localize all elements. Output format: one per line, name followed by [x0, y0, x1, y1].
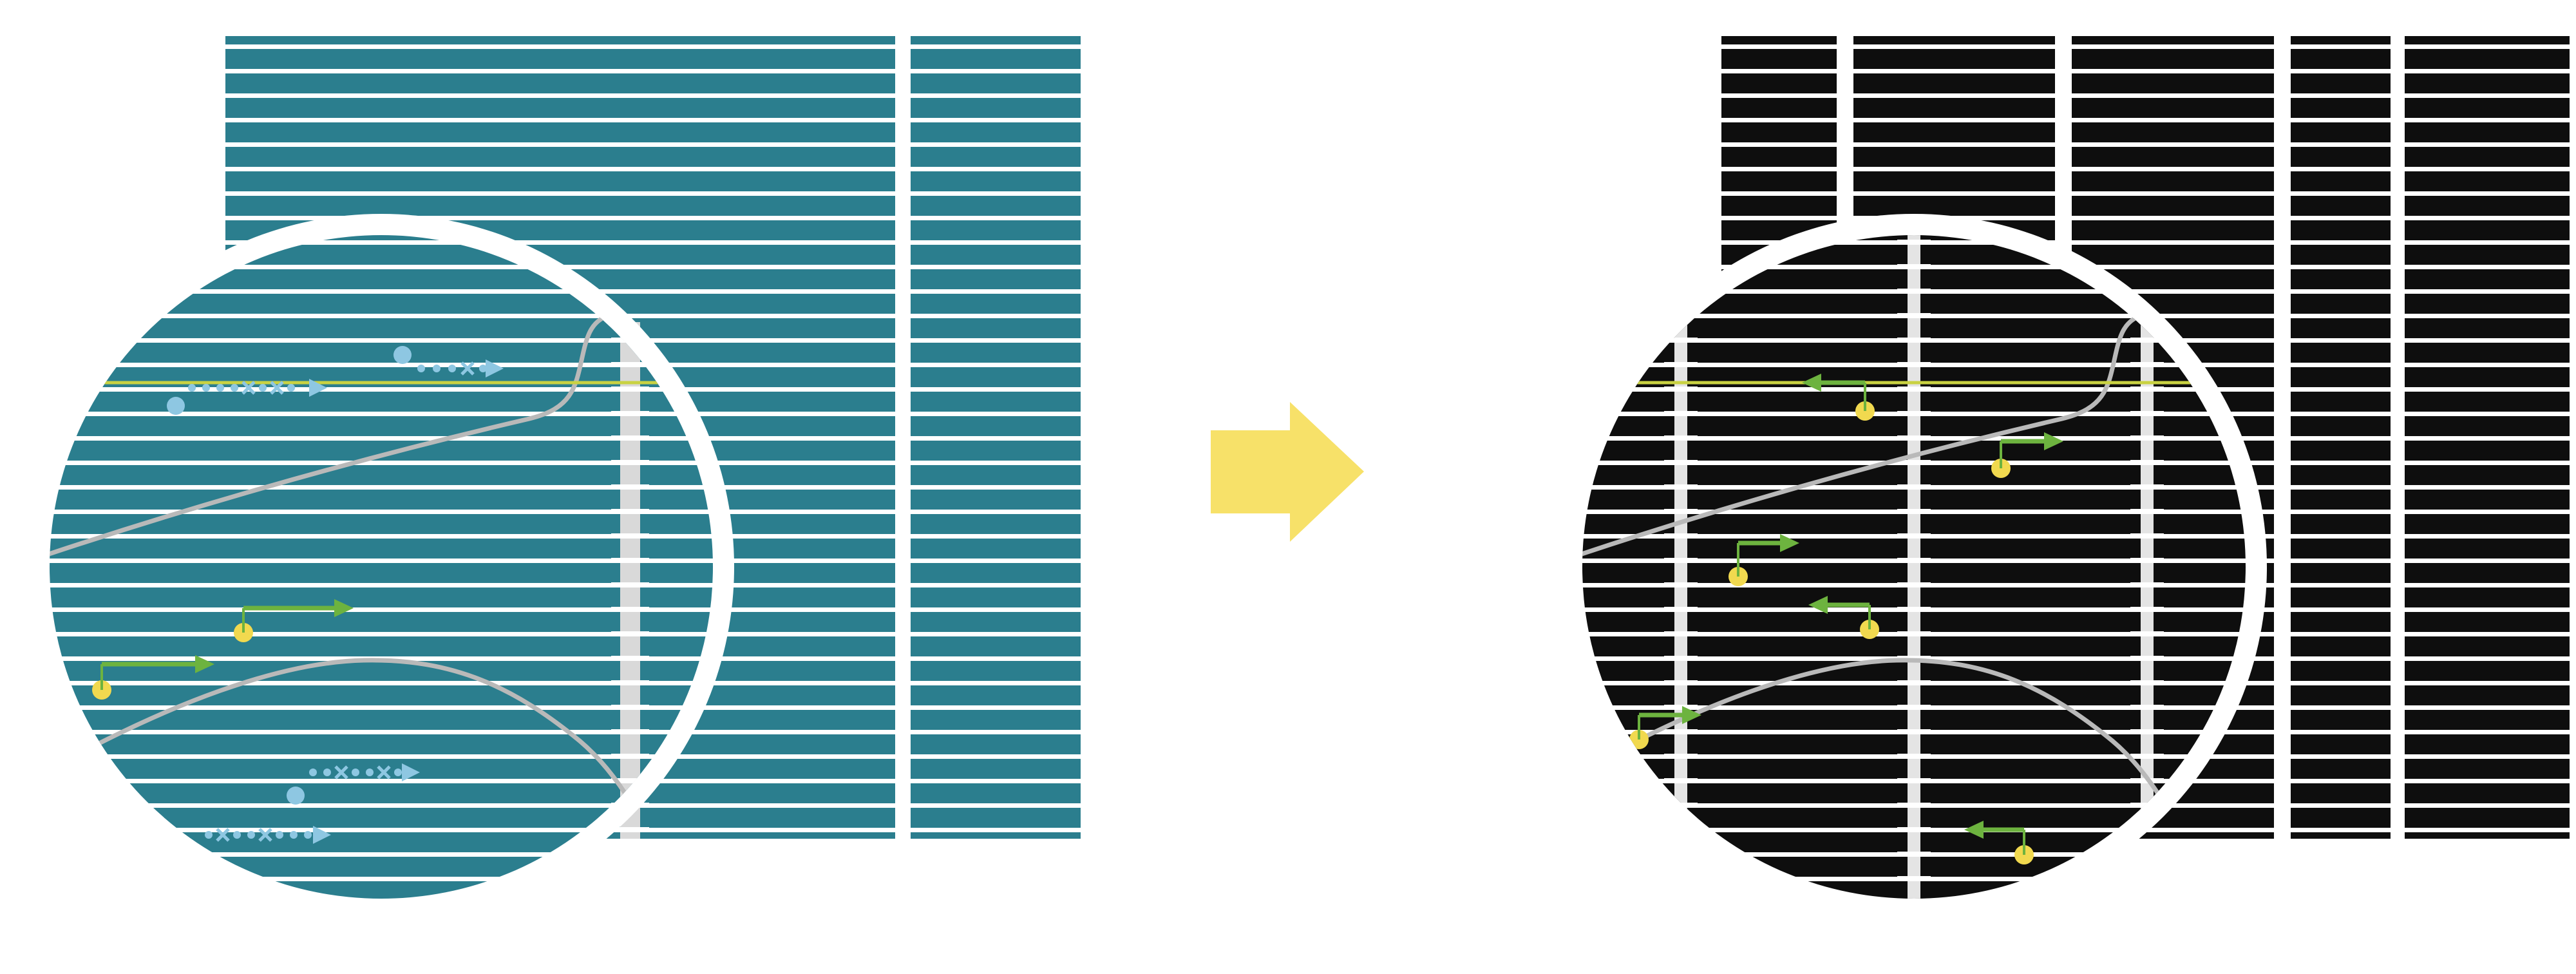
left-side-panel [911, 36, 1081, 839]
trail-dot [309, 769, 317, 776]
left-magnified-view [50, 235, 713, 899]
trail-dot [366, 769, 374, 776]
carrier-collection [1991, 432, 2063, 478]
electron-trail [393, 346, 504, 377]
trail-dot [231, 384, 238, 392]
carrier-collection [1808, 596, 1879, 639]
left-carriers [92, 346, 504, 864]
grain-boundary-lower [59, 658, 672, 882]
recombination-x-icon [460, 361, 475, 376]
carrier-collection [1802, 374, 1875, 421]
busbar-ticks [2130, 235, 2164, 899]
right-busbars [1664, 235, 2164, 899]
electron-dot [393, 346, 412, 364]
recombination-x-icon [242, 381, 256, 395]
right-carriers [1629, 374, 2063, 864]
collection-arrowhead-icon [1808, 596, 1828, 614]
collection-arrowhead-icon [1964, 821, 1984, 839]
carrier-collection [234, 599, 354, 642]
trail-dot [352, 769, 359, 776]
trail-dot [276, 831, 283, 839]
carrier-collection [1629, 706, 1701, 749]
trail-dot [394, 769, 402, 776]
left-magnified-wafer [50, 235, 713, 899]
trail-dot [205, 831, 213, 839]
busbar-ticks [1897, 235, 1931, 899]
recombination-x-icon [270, 381, 284, 395]
collection-arrowhead-icon [1780, 534, 1799, 552]
trail-dot [287, 384, 295, 392]
collection-arrowhead-icon [334, 599, 354, 617]
collection-arrowhead-icon [2044, 432, 2063, 450]
right-panel-busbar-gap [2274, 36, 2291, 839]
electron-trail [167, 379, 327, 415]
trail-dot [216, 384, 224, 392]
carrier-collection [1964, 821, 2034, 864]
right-magnified-view [1582, 235, 2246, 899]
trail-dot [188, 384, 196, 392]
transition-arrow-icon [1211, 402, 1364, 542]
trail-dot [290, 831, 298, 839]
trail-dot [233, 831, 241, 839]
right-side-panel [2405, 36, 2570, 839]
electron-dot [287, 787, 305, 805]
collection-arrowhead-icon [1682, 706, 1701, 724]
left-cell-group [28, 36, 1081, 920]
trail-dot [417, 365, 425, 372]
trail-arrowhead-icon [309, 379, 327, 397]
trail-arrowhead-icon [313, 826, 331, 844]
trail-arrowhead-icon [402, 763, 420, 781]
electron-dot [167, 397, 185, 415]
electron-trail [287, 763, 420, 805]
trail-arrowhead-icon [486, 359, 504, 377]
recombination-x-icon [216, 828, 230, 842]
trail-dot [247, 831, 255, 839]
recombination-x-icon [334, 765, 348, 779]
trail-dot [479, 365, 487, 372]
recombination-x-icon [258, 828, 272, 842]
carrier-collection [1728, 534, 1799, 586]
trail-dot [323, 769, 331, 776]
trail-dot [433, 365, 440, 372]
busbar-ticks [1664, 235, 1698, 899]
right-cell-group [1561, 36, 2570, 920]
carrier-collection [92, 655, 214, 700]
collection-arrowhead-icon [1802, 374, 1821, 392]
trail-dot [259, 384, 267, 392]
trail-dot [304, 831, 312, 839]
trail-dot [448, 365, 456, 372]
recombination-x-icon [377, 765, 391, 779]
trail-dot [202, 384, 210, 392]
collection-arrowhead-icon [195, 655, 214, 673]
grain-boundary-lower [1591, 658, 2205, 882]
